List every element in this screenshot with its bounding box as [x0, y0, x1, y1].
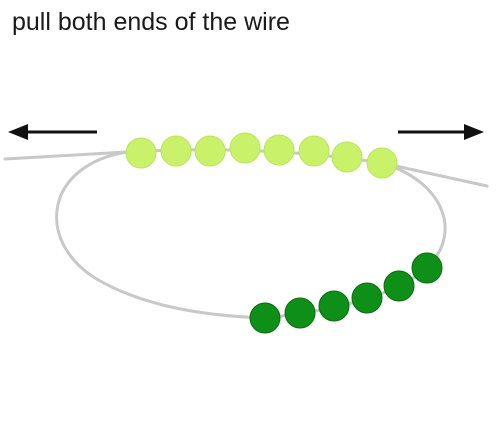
- dark-bead: [249, 302, 281, 334]
- wire-loop-left: [55, 150, 266, 320]
- arrow-right-icon: [398, 124, 484, 140]
- instruction-caption: pull both ends of the wire: [12, 8, 290, 36]
- light-bead: [229, 132, 261, 164]
- light-bead: [331, 141, 363, 173]
- light-bead: [298, 135, 330, 167]
- light-bead: [160, 135, 192, 167]
- light-bead: [194, 135, 226, 167]
- arrow-left-icon: [8, 124, 97, 140]
- light-bead: [263, 134, 295, 166]
- dark-bead: [411, 252, 443, 284]
- wire-left-end: [3, 150, 129, 161]
- dark-bead: [383, 270, 415, 302]
- light-bead-group: [125, 132, 398, 179]
- dark-bead: [284, 297, 316, 329]
- dark-bead: [351, 282, 383, 314]
- dark-bead: [318, 290, 350, 322]
- light-bead: [366, 147, 398, 179]
- wire-right-end: [380, 161, 489, 188]
- dark-bead-group: [249, 252, 443, 334]
- light-bead: [125, 137, 157, 169]
